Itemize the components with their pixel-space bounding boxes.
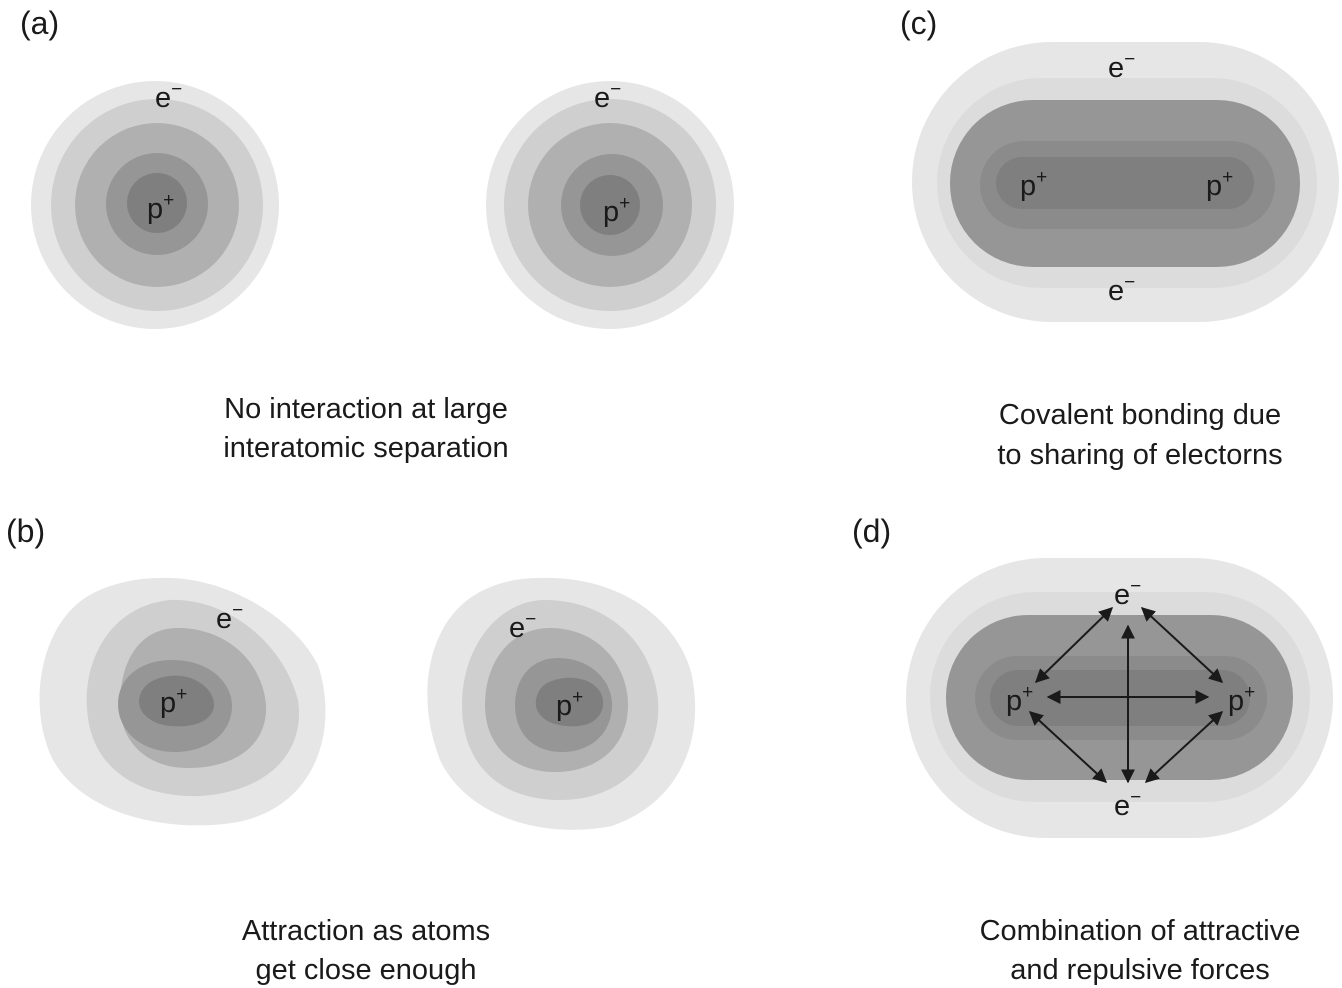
- bond-core: [996, 157, 1254, 209]
- electron-symbol-bottom: e−: [1114, 787, 1141, 822]
- panel-d: (d) e− e− p+ p+ Combination of attractiv…: [852, 513, 1333, 986]
- proton-symbol-left: p+: [1006, 682, 1033, 717]
- atom-a-right: e− p+: [486, 79, 734, 329]
- electron-symbol: e−: [509, 609, 536, 644]
- attraction-arrow-bottom-left: [1028, 711, 1108, 783]
- atom-b-right: e− p+: [427, 577, 696, 830]
- electron-symbol: e−: [155, 79, 182, 114]
- nucleus-core: [138, 675, 215, 727]
- electron-symbol: e−: [216, 600, 243, 635]
- panel-c: (c) e− e− p+ p+ Covalent bonding due to …: [900, 5, 1339, 471]
- panel-d-caption-line2: and repulsive forces: [1010, 954, 1270, 986]
- electron-symbol-top: e−: [1108, 49, 1135, 84]
- electron-symbol-top: e−: [1114, 576, 1141, 611]
- proton-symbol-right: p+: [1228, 682, 1255, 717]
- panel-a: (a) e− p+ e− p+ No interaction at large …: [20, 5, 734, 464]
- panel-b-caption-line2: get close enough: [256, 954, 477, 986]
- panel-a-caption-line2: interatomic separation: [223, 432, 508, 464]
- nucleus-core: [127, 173, 187, 233]
- panel-b: (b) e− p+ e− p+ Attraction as atoms get …: [6, 513, 696, 986]
- panel-b-caption-line1: Attraction as atoms: [242, 915, 490, 947]
- panel-b-label: (b): [6, 513, 45, 549]
- proton-symbol-left: p+: [1020, 167, 1047, 202]
- proton-symbol: p+: [160, 684, 187, 719]
- panel-c-caption-line1: Covalent bonding due: [999, 399, 1281, 431]
- panel-d-label: (d): [852, 513, 891, 549]
- nucleus-core: [535, 677, 604, 727]
- force-arrows: [1028, 607, 1224, 784]
- proton-symbol-right: p+: [1206, 167, 1233, 202]
- attraction-arrow-bottom-right: [1144, 711, 1224, 783]
- atom-b-left: e− p+: [39, 577, 326, 826]
- nucleus-core: [580, 175, 640, 235]
- molecule-d: e− e− p+ p+: [906, 558, 1333, 838]
- attraction-arrow-top-right: [1140, 607, 1224, 683]
- molecule-c: e− e− p+ p+: [912, 42, 1339, 322]
- panel-c-label: (c): [900, 5, 937, 41]
- electron-symbol: e−: [594, 79, 621, 114]
- panel-a-label: (a): [20, 5, 59, 41]
- atom-a-left: e− p+: [31, 79, 279, 329]
- electron-symbol-bottom: e−: [1108, 272, 1135, 307]
- proton-symbol: p+: [147, 190, 174, 225]
- attraction-arrow-top-left: [1034, 607, 1114, 683]
- panel-d-caption-line1: Combination of attractive: [980, 915, 1301, 947]
- proton-symbol: p+: [556, 687, 583, 722]
- panel-a-caption-line1: No interaction at large: [224, 393, 508, 425]
- panel-c-caption-line2: to sharing of electorns: [997, 439, 1282, 471]
- proton-symbol: p+: [603, 193, 630, 228]
